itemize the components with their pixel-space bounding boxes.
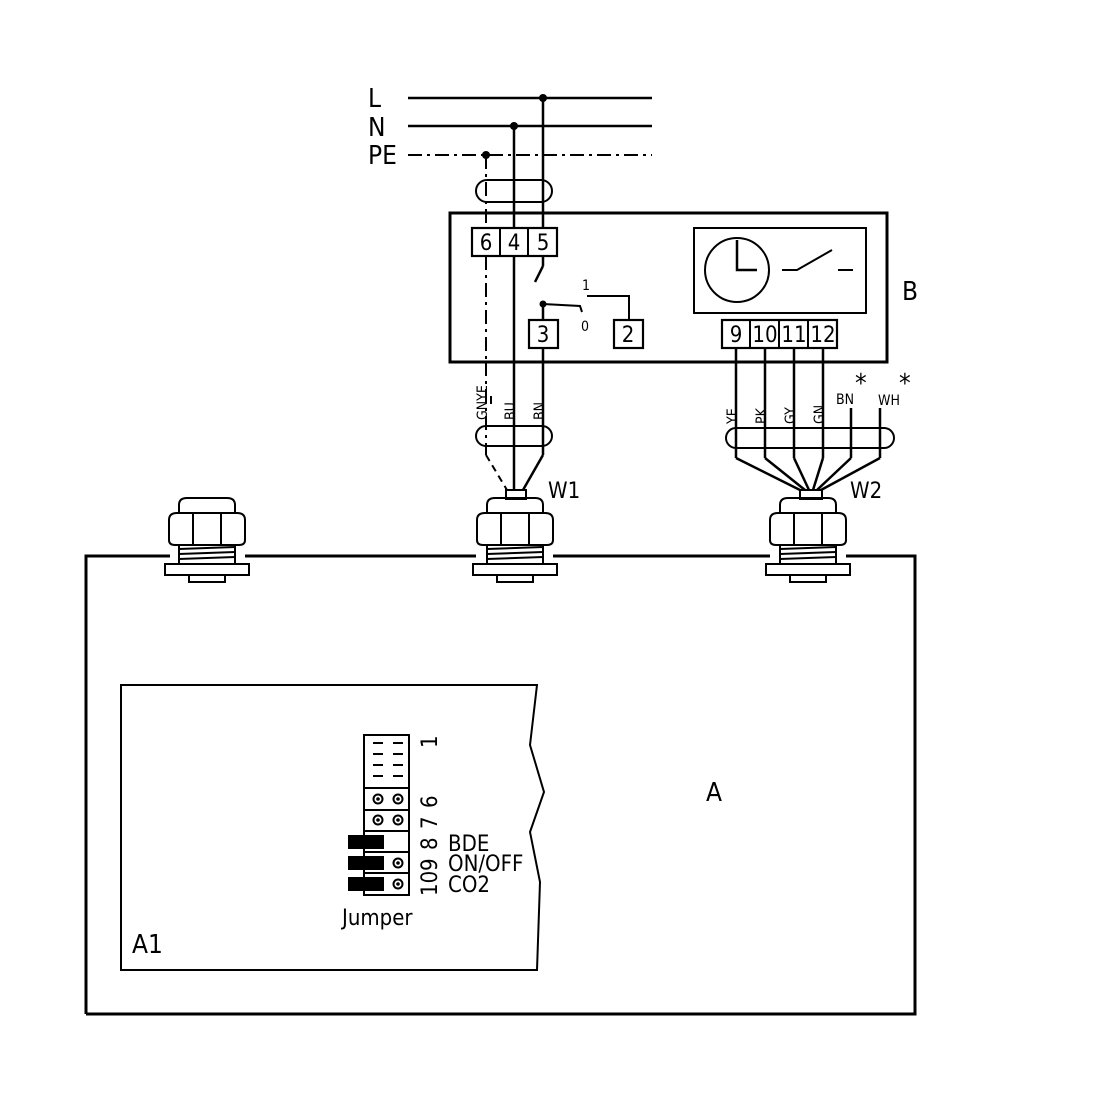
wire-bn: BN [532,402,548,420]
terminal-2-box [612,318,645,350]
board-a1: A1 [120,684,546,971]
asterisk-wh: * [899,369,911,399]
pin-pair-9 [392,857,404,869]
pin-label-8: 8 [418,837,443,850]
pin-label-9: 9 [418,858,443,871]
cable-w1-sheath [475,425,553,447]
wire-wh: WH [878,393,900,409]
timer-switch-icon [782,249,833,271]
board-a1-label: A1 [132,930,163,960]
terminal-4: 4 [508,231,521,256]
cable-gland-w1 [472,497,558,583]
clock-icon [704,237,770,303]
cable-w1: GNYE BU BN W1 [475,362,580,504]
line-l-label: L [368,84,381,114]
switch-pos-1: 1 [582,278,590,294]
jumper-strip [363,734,410,896]
device-b-housing [448,211,889,364]
cable-w2: YE PK GY GN BN WH * * W2 [725,348,911,504]
cable-w2-sheath [725,427,895,449]
pin-label-1: 1 [418,735,443,748]
wire-gy: GY [783,407,799,424]
asterisk-bn: * [855,369,867,399]
jumper-9 [348,856,384,870]
terminal-2: 2 [622,323,635,348]
wire-ye: YE [725,408,741,425]
timer-panel [693,227,867,314]
pin-pair-7 [372,814,404,826]
device-b: B 6 4 5 1 0 3 2 9 [448,211,918,364]
function-on-off: ON/OFF [448,852,523,877]
terminal-5: 5 [537,231,550,256]
function-bde: BDE [448,832,489,857]
wire-bn-w2: BN [836,392,854,408]
terminal-12: 12 [810,323,835,348]
terminal-10: 10 [752,323,777,348]
pin-pair-6 [372,793,404,805]
cable-sheath-top [475,179,553,203]
wire-gn: GN [812,405,828,424]
wire-pk: PK [754,407,770,424]
switch-contact [533,265,545,283]
line-n-label: N [368,113,386,143]
terminal-11: 11 [781,323,806,348]
terminal-6: 6 [480,231,493,256]
terminal-3: 3 [537,323,550,348]
cable-gland-w2 [765,497,851,583]
cable-w1-label: W1 [548,479,580,504]
jumper-8 [348,835,384,849]
pin-pair-10 [392,878,404,890]
switch-pos-0: 0 [581,319,589,335]
function-co2: CO2 [448,873,490,898]
pin-label-7: 7 [418,816,443,829]
line-pe-label: PE [368,141,397,171]
unit-a: A [84,554,917,1016]
cable-gland-left [164,497,250,583]
terminal-9: 9 [730,323,743,348]
jumper-caption: Jumper [340,906,413,931]
jumper-10 [348,877,384,891]
pin-label-6: 6 [418,795,443,808]
switch-lever [542,303,583,313]
board-a1-outline [120,684,546,971]
pin-label-10: 10 [418,871,443,896]
device-b-label: B [902,277,918,307]
supply-lines: L N PE [368,84,652,171]
unit-a-label: A [706,778,722,808]
wire-bu: BU [503,402,519,420]
wire-gnye: GNYE [475,385,491,420]
cable-w2-label: W2 [850,479,882,504]
